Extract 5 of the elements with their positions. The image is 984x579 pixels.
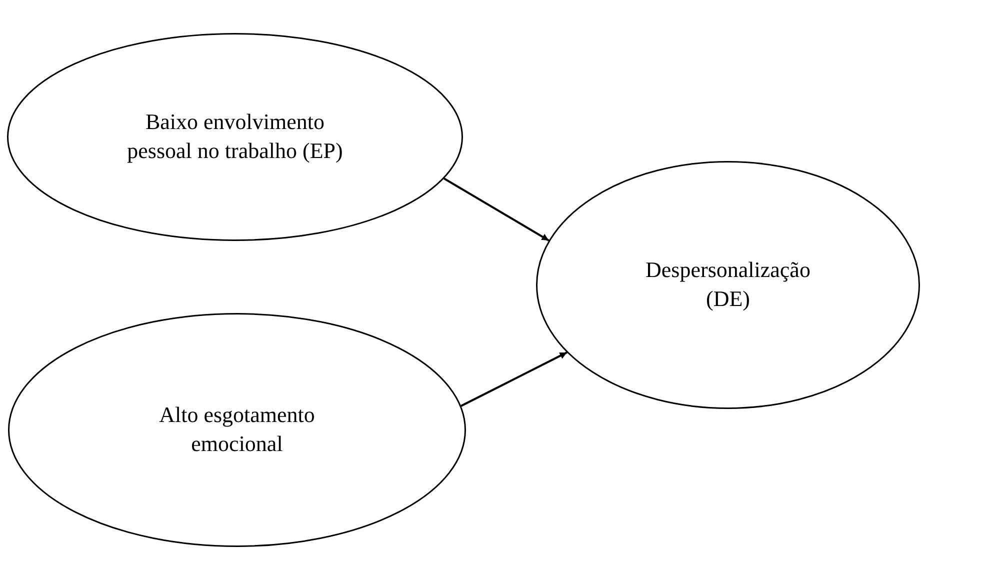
node-label: Despersonalização (DE) — [644, 256, 812, 313]
arrow — [460, 352, 568, 407]
node-label: Alto esgotamento emocional — [158, 401, 316, 458]
arrow — [444, 178, 550, 242]
node-label: Baixo envolvimento pessoal no trabalho (EP) — [126, 108, 344, 165]
